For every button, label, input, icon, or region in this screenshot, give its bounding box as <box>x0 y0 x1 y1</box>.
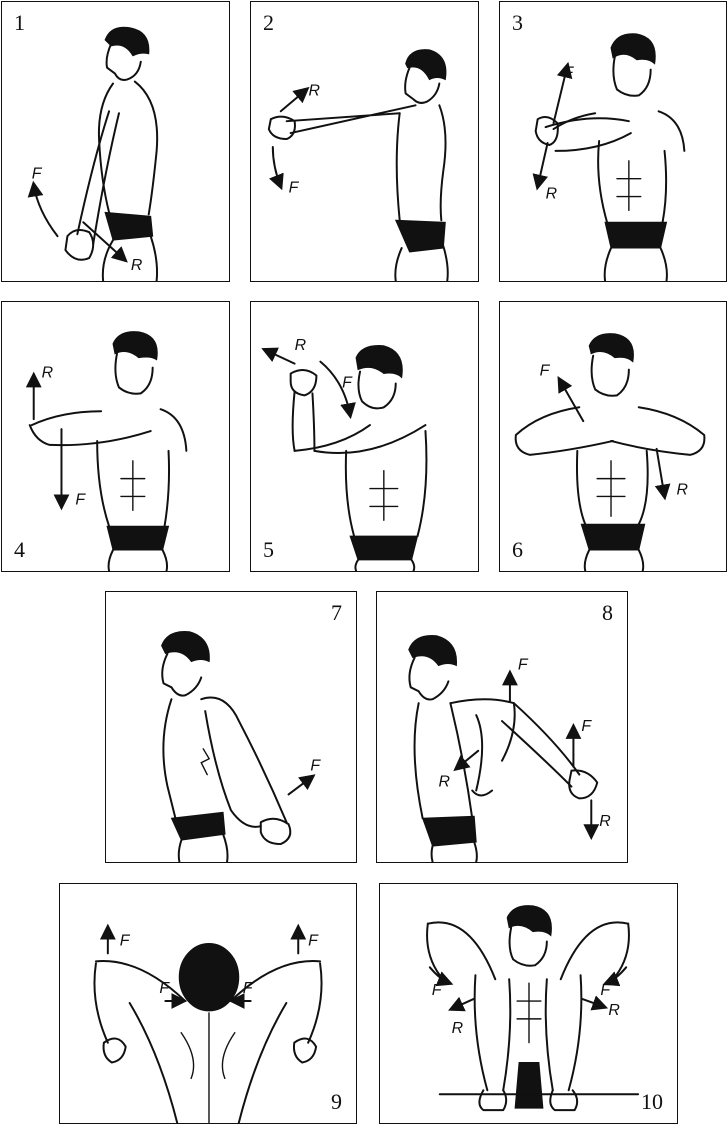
force-label: F <box>243 980 254 997</box>
resist-label: R <box>295 337 306 354</box>
force-label: F <box>32 166 43 183</box>
resist-label: R <box>131 257 142 274</box>
figure-back-elbows-raised: F F F F <box>93 923 323 1123</box>
figure-hands-clasped-chest: F R <box>514 333 706 571</box>
panel-number: 3 <box>512 10 523 35</box>
figure-side-arm-back: F <box>161 631 321 862</box>
figure-side-arms-behind: F R <box>27 26 159 281</box>
figure-side-arms-folded-out: F F R R <box>408 635 611 862</box>
force-label: F <box>289 180 300 197</box>
figure-seated-knees-up: F F R R <box>426 905 640 1112</box>
panel-3: 3 F R <box>499 1 727 282</box>
panel-number: 8 <box>602 600 613 625</box>
panel-number: 10 <box>641 1089 663 1114</box>
figure-arm-across-chest: R F <box>25 331 188 571</box>
force-label: F <box>159 980 170 997</box>
panel-number: 1 <box>14 10 25 35</box>
resist-label: R <box>452 1020 463 1037</box>
panel-number: 9 <box>331 1089 342 1114</box>
force-label: F <box>581 718 592 735</box>
figure-arms-forward: R F <box>267 49 449 281</box>
panel-10: 10 F F R R <box>379 883 678 1124</box>
resist-label: R <box>599 813 610 830</box>
panel-8: 8 F F R R <box>376 591 628 863</box>
panel-number: 5 <box>263 537 274 562</box>
resist-label: R <box>608 1002 619 1019</box>
panel-4: 4 R F <box>1 301 230 572</box>
figure-arms-crossed-chest: F R <box>532 33 686 281</box>
force-label: F <box>600 982 611 999</box>
force-label: F <box>518 656 529 673</box>
force-label: F <box>120 932 131 949</box>
force-label: F <box>342 374 353 391</box>
panel-number: 7 <box>331 600 342 625</box>
resist-label: R <box>439 774 450 791</box>
panel-9: 9 F F F F <box>59 883 357 1124</box>
figure-raised-wrist-grip: R F <box>261 337 428 571</box>
resist-label: R <box>308 82 319 99</box>
force-label: F <box>540 363 551 380</box>
panel-1: 1 F R <box>1 1 230 282</box>
force-label: F <box>308 932 319 949</box>
force-label: F <box>75 491 86 508</box>
resist-label: R <box>676 481 687 498</box>
panel-number: 4 <box>14 537 25 562</box>
panel-number: 6 <box>512 537 523 562</box>
panel-number: 2 <box>263 10 274 35</box>
panel-6: 6 F R <box>499 301 727 572</box>
force-label: F <box>432 982 443 999</box>
force-label: F <box>310 758 321 775</box>
resist-label: R <box>546 185 557 202</box>
panel-2: 2 R F <box>250 1 479 282</box>
panel-5: 5 R F <box>250 301 479 572</box>
panel-7: 7 F <box>105 591 357 863</box>
force-label: F <box>563 65 574 82</box>
resist-label: R <box>42 365 53 382</box>
